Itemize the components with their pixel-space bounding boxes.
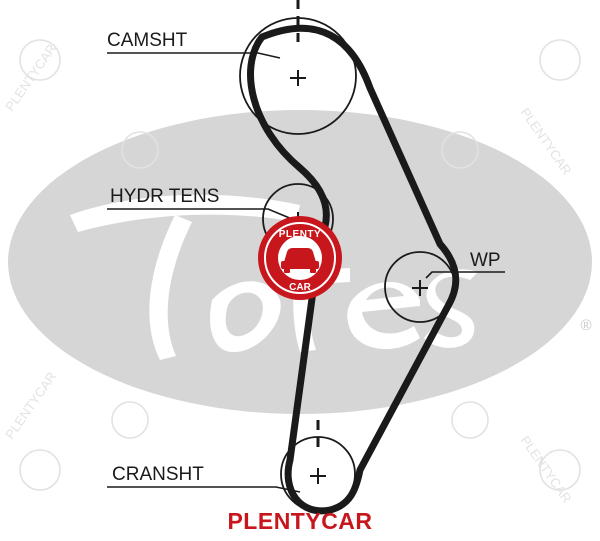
crankshaft-leader xyxy=(107,486,301,493)
car-icon xyxy=(281,248,319,273)
camshaft-leader xyxy=(107,52,281,59)
badge-bottom-text: CAR xyxy=(289,282,311,293)
badge-top-text: PLENTY xyxy=(279,229,321,240)
svg-text:PLENTYCAR: PLENTYCAR xyxy=(518,433,575,506)
label-water-pump: WP xyxy=(470,250,501,271)
timing-belt xyxy=(247,24,460,515)
timing-marks xyxy=(296,0,320,447)
badge-ring xyxy=(264,222,336,294)
label-leaders xyxy=(107,52,505,493)
plentycar-badge: PLENTY CAR xyxy=(258,216,342,300)
svg-text:PLENTYCAR: PLENTYCAR xyxy=(2,369,59,442)
tensioner-leader xyxy=(107,208,293,220)
plentycar-brand-text: PLENTYCAR xyxy=(227,508,373,534)
registered-mark: ® xyxy=(580,317,591,334)
water-pump-leader xyxy=(425,271,505,279)
label-hydraulic-tensioner: HYDR TENS xyxy=(110,186,219,207)
label-crankshaft: CRANSHT xyxy=(112,464,204,485)
watermark-pattern xyxy=(19,39,581,491)
label-camshaft: CAMSHT xyxy=(107,30,188,51)
